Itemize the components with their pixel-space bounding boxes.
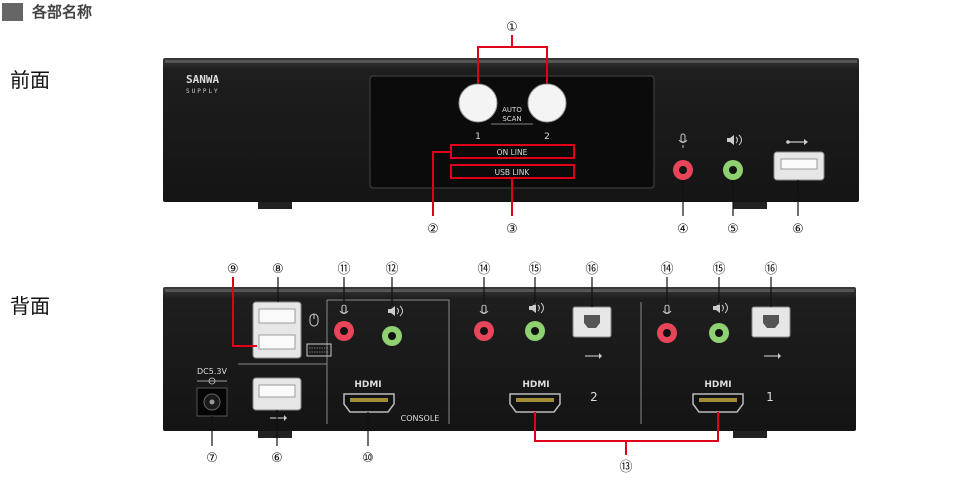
hdmi-pc1-label: HDMI bbox=[704, 380, 731, 390]
usb-icon bbox=[585, 353, 602, 359]
speaker-icon bbox=[713, 302, 728, 314]
auto-scan-label-1: AUTO bbox=[502, 106, 522, 114]
callout-11: ⑪ bbox=[337, 262, 350, 277]
port-2-label: 2 bbox=[544, 132, 550, 142]
callout-6: ⑥ bbox=[792, 222, 804, 237]
front-callout-lines bbox=[432, 35, 548, 216]
callout-15-pc2: ⑮ bbox=[528, 262, 541, 277]
pc1-number: 1 bbox=[766, 390, 774, 404]
callout-16-pc2: ⑯ bbox=[585, 262, 598, 277]
speaker-icon bbox=[529, 302, 544, 314]
dc-label: DC5.3V bbox=[197, 367, 227, 376]
callout-1: ① bbox=[506, 20, 518, 35]
polarity-icon bbox=[197, 377, 227, 385]
speaker-icon bbox=[727, 134, 742, 146]
hdmi-pc2-label: HDMI bbox=[522, 380, 549, 390]
callout-10: ⑩ bbox=[362, 451, 374, 466]
console-hdmi-port[interactable] bbox=[343, 393, 395, 413]
callout-15-pc1: ⑮ bbox=[712, 262, 725, 277]
auto-scan-label-2: SCAN bbox=[502, 115, 521, 123]
back-callout-lines bbox=[232, 277, 719, 455]
callout-16-pc1: ⑯ bbox=[764, 262, 777, 277]
online-led-label: ON LINE bbox=[497, 148, 528, 157]
mouse-icon bbox=[309, 313, 319, 327]
usb-icon bbox=[764, 353, 781, 359]
callout-5: ⑤ bbox=[727, 222, 739, 237]
brand-logo-sub: SUPPLY bbox=[186, 88, 220, 95]
pc1-hdmi-port[interactable] bbox=[692, 393, 744, 413]
callout-13: ⑬ bbox=[619, 460, 632, 475]
callout-3: ③ bbox=[506, 222, 518, 237]
back-pointer-lines bbox=[211, 277, 772, 446]
port-1-button[interactable] bbox=[458, 83, 498, 123]
section-marker bbox=[2, 3, 23, 21]
usb-link-led-label: USB LINK bbox=[495, 168, 531, 177]
callout-2: ② bbox=[427, 222, 439, 237]
mic-icon bbox=[678, 133, 688, 148]
keyboard-icon bbox=[306, 343, 332, 357]
callout-9: ⑨ bbox=[227, 262, 239, 277]
callout-14-pc1: ⑭ bbox=[660, 262, 673, 277]
front-view-label: 前面 bbox=[10, 68, 50, 92]
port-2-button[interactable] bbox=[527, 83, 567, 123]
callout-7: ⑦ bbox=[206, 451, 218, 466]
back-view-label: 背面 bbox=[10, 294, 50, 318]
port-1-label: 1 bbox=[475, 132, 481, 142]
callout-8: ⑧ bbox=[272, 262, 284, 277]
hdmi-console-label: HDMI bbox=[354, 380, 381, 390]
usb-icon bbox=[786, 139, 808, 145]
callout-6-back: ⑥ bbox=[271, 451, 283, 466]
console-label: CONSOLE bbox=[401, 414, 440, 423]
pc2-hdmi-port[interactable] bbox=[509, 393, 561, 413]
section-title: 各部名称 bbox=[32, 3, 93, 21]
front-pointer-lines bbox=[682, 180, 799, 216]
front-panel: SANWA SUPPLY AUTO SCAN 1 2 ON LINE USB L… bbox=[163, 58, 859, 209]
pc2-number: 2 bbox=[590, 390, 598, 404]
back-panel: DC5.3V bbox=[163, 287, 856, 438]
callout-12: ⑫ bbox=[385, 262, 398, 277]
callout-4: ④ bbox=[677, 222, 689, 237]
speaker-icon bbox=[388, 305, 403, 317]
brand-logo: SANWA bbox=[186, 73, 219, 86]
callout-14-pc2: ⑭ bbox=[477, 262, 490, 277]
